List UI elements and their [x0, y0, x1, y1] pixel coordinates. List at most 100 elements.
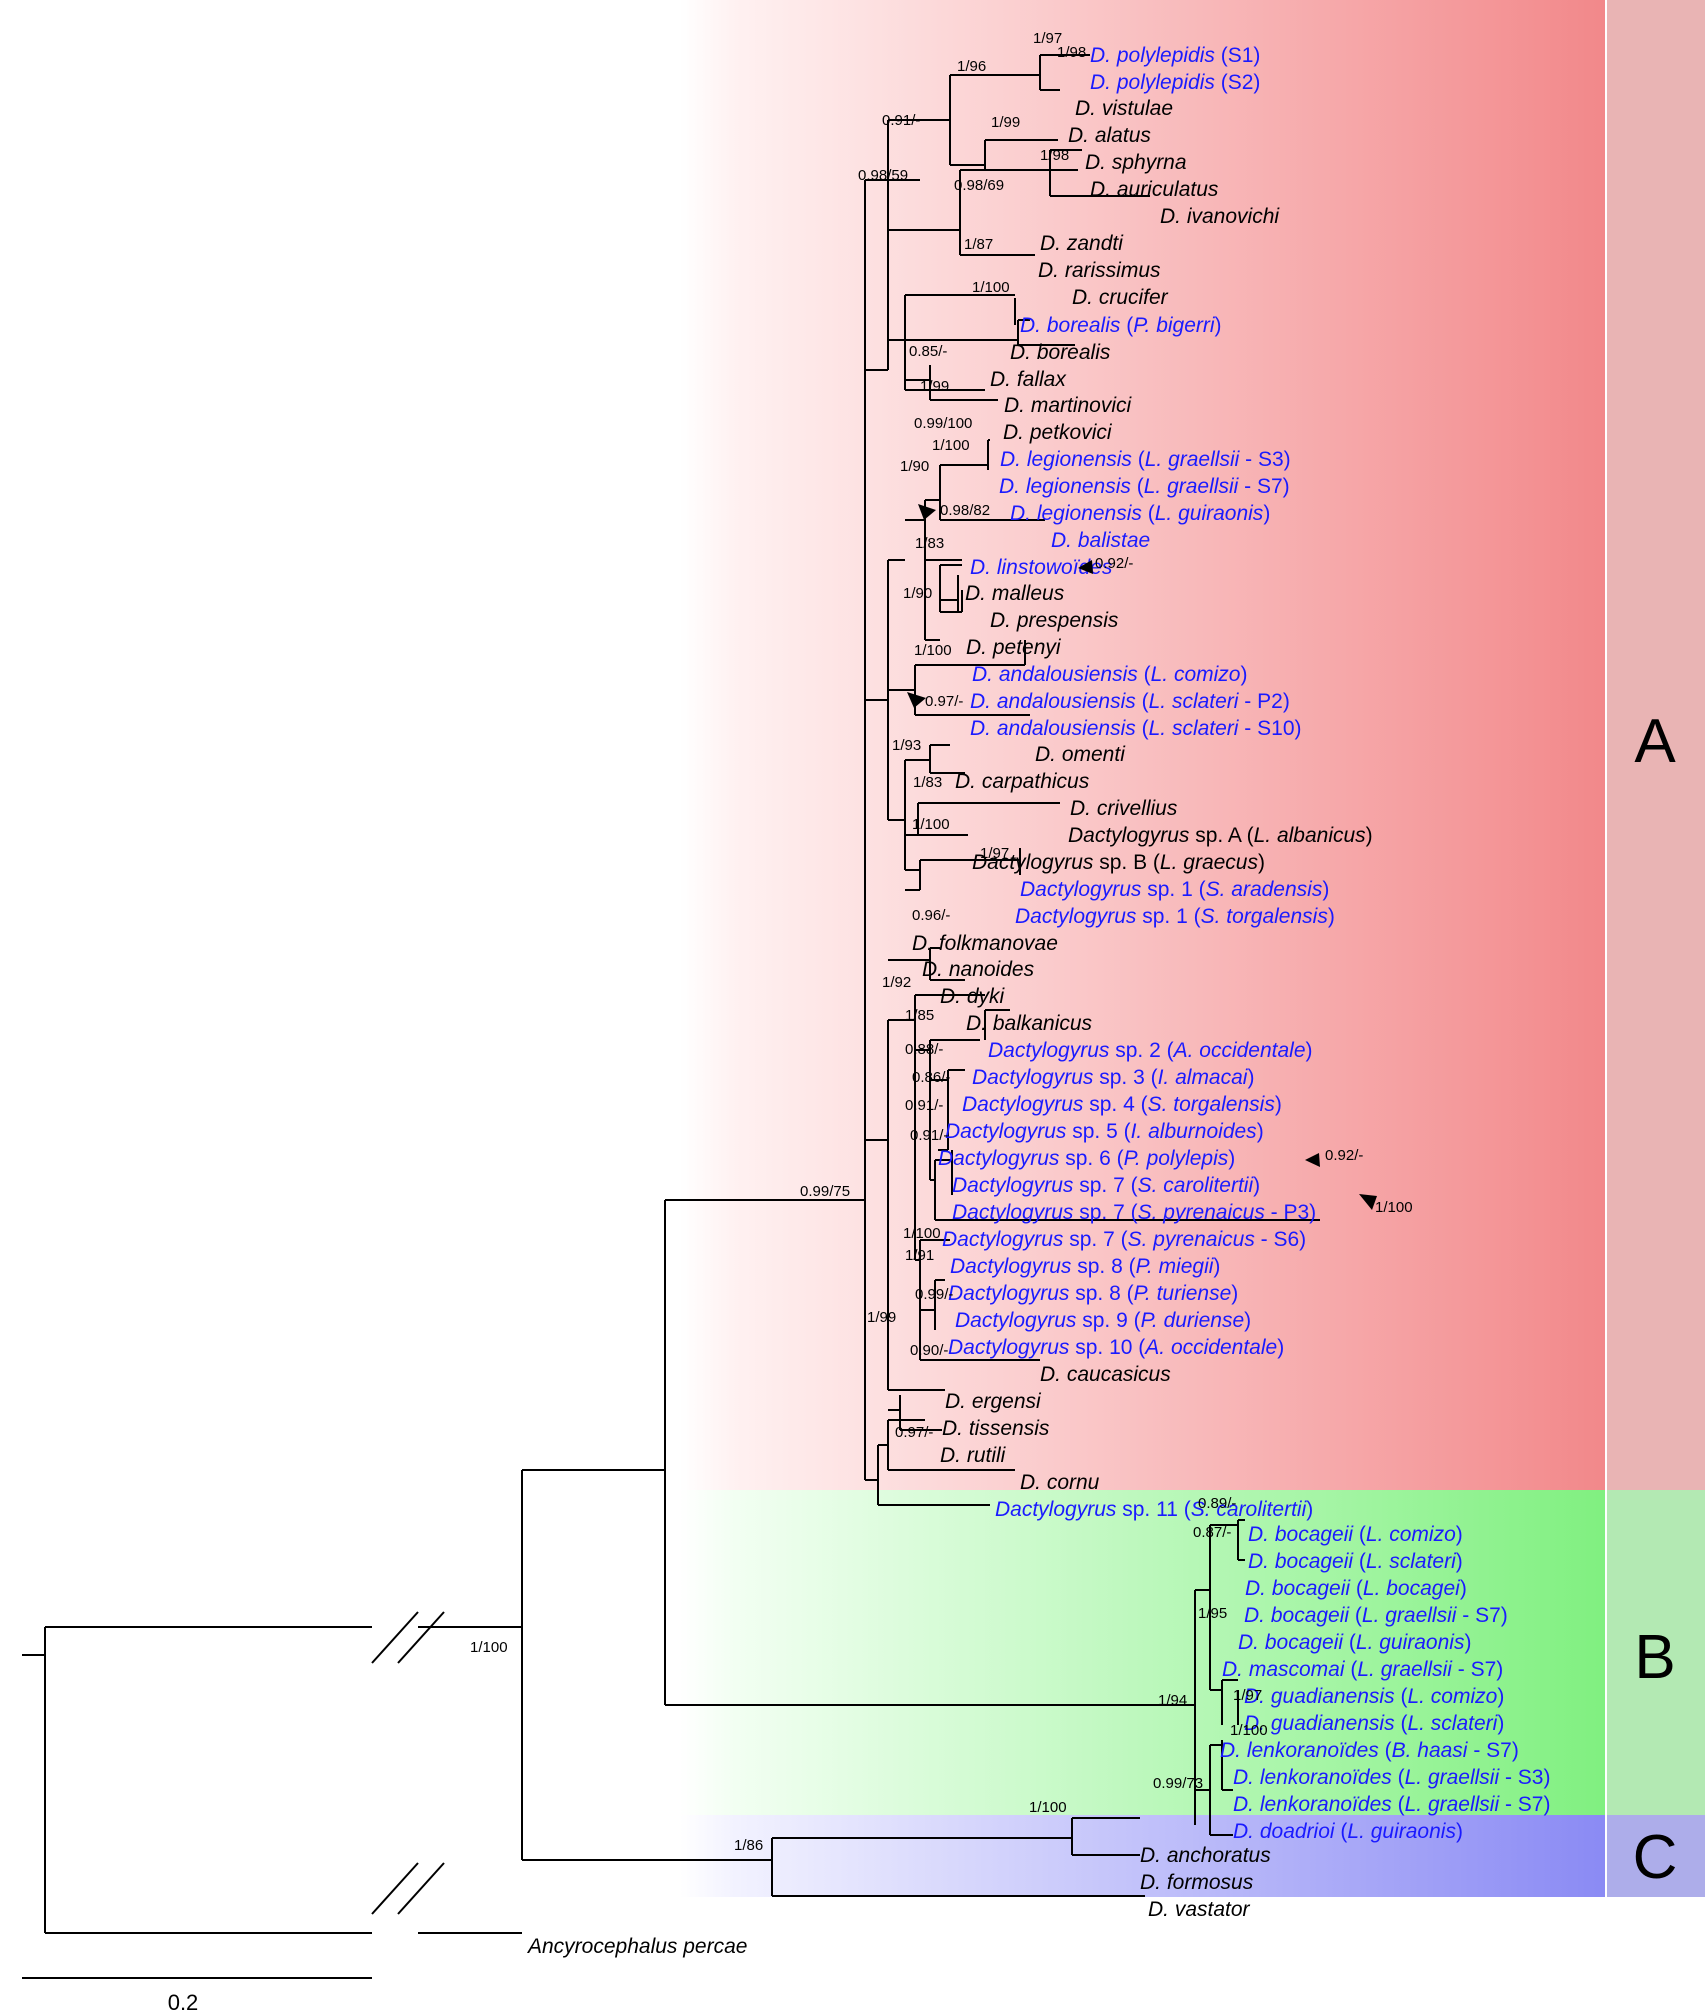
tip-label-part: ): [1306, 1498, 1313, 1521]
tip-label: Dactylogyrus sp. 7 (S. carolitertii): [952, 1174, 1260, 1197]
tip-label-part: P. turiense: [1134, 1282, 1232, 1305]
tip-label-part: sp. A (: [1189, 824, 1253, 847]
tip-label-part: (: [1335, 1820, 1348, 1843]
tip-label-part: sp. 1 (: [1141, 878, 1205, 901]
tip-label: D. auriculatus: [1090, 178, 1219, 201]
tip-label-part: D. cornu: [1020, 1471, 1100, 1494]
tip-label-part: D. mascomai: [1222, 1658, 1346, 1681]
tip-label-part: D. fallax: [990, 368, 1067, 391]
support-value: 0.91/-: [910, 1127, 948, 1144]
support-value: 1/100: [1375, 1199, 1413, 1216]
tip-label-part: D. bocageii: [1248, 1550, 1354, 1573]
tip-label-part: sp. 5 (: [1066, 1120, 1130, 1143]
support-value: 1/100: [932, 437, 970, 454]
tip-label-part: ): [1258, 851, 1265, 874]
tip-label-part: ): [1456, 1523, 1463, 1546]
tip-label-part: (: [1395, 1685, 1408, 1708]
support-value: 1/100: [1029, 1799, 1067, 1816]
tip-label-part: D. bocageii: [1244, 1604, 1350, 1627]
tip-label-part: L. graellsii: [1362, 1604, 1458, 1627]
tip-label: D. petkovici: [1003, 421, 1113, 444]
support-value: 0.92/-: [1325, 1147, 1363, 1164]
tip-label-part: L. graellsii: [1145, 448, 1241, 471]
tip-label: D. andalousiensis (L. sclateri - S10): [970, 717, 1302, 740]
tip-label-part: L. sclateri: [1149, 717, 1240, 740]
tip-label-part: sp. 11 (: [1116, 1498, 1190, 1521]
tip-label-part: Ancyrocephalus percae: [526, 1935, 747, 1958]
tip-label-part: ): [1456, 1550, 1463, 1573]
tip-label-part: Dactylogyrus: [950, 1255, 1072, 1278]
tip-label-part: - S3): [1499, 1766, 1550, 1789]
tip-label-part: Dactylogyrus: [1068, 824, 1190, 847]
tip-label: D. dyki: [940, 985, 1006, 1008]
tip-label-part: P. miegii: [1136, 1255, 1215, 1278]
tip-label-part: Dactylogyrus: [948, 1282, 1070, 1305]
tip-label: D. fallax: [990, 368, 1067, 391]
tip-label: D. prespensis: [990, 609, 1119, 632]
tip-label-part: ): [1366, 824, 1373, 847]
tip-label-part: sp. 4 (: [1083, 1093, 1147, 1116]
tip-label: D. vistulae: [1075, 97, 1173, 120]
tip-label-part: sp. 7 (: [1073, 1201, 1137, 1224]
tip-label-part: L. comizo: [1151, 663, 1241, 686]
tip-label-part: D. ergensi: [945, 1390, 1042, 1413]
tip-label-part: D. legionensis: [1000, 448, 1132, 471]
tip-label-part: A. occidentale: [1143, 1336, 1277, 1359]
tip-label: D. cornu: [1020, 1471, 1100, 1494]
tip-label-part: (: [1136, 690, 1149, 713]
support-value: 1/100: [1230, 1722, 1268, 1739]
tip-label-part: ): [1277, 1336, 1284, 1359]
tip-label-part: (: [1350, 1577, 1363, 1600]
tip-label-part: ): [1247, 1066, 1254, 1089]
tip-label: D. anchoratus: [1140, 1844, 1271, 1867]
tip-label: D. doadrioi (L. guiraonis): [1233, 1820, 1463, 1843]
pointer-arrows: [907, 504, 1377, 1210]
tip-label: D. guadianensis (L. comizo): [1244, 1685, 1504, 1708]
tip-label-part: ): [1456, 1820, 1463, 1843]
tip-label-part: Dactylogyrus: [972, 1066, 1094, 1089]
tip-label: Dactylogyrus sp. 8 (P. miegii): [950, 1255, 1220, 1278]
tip-label-part: L. guiraonis: [1155, 502, 1264, 525]
tip-label-part: S. carolitertii: [1191, 1498, 1308, 1521]
tip-label: D. rutili: [940, 1444, 1007, 1467]
tip-label-part: (: [1395, 1712, 1408, 1735]
tip-label: Dactylogyrus sp. 7 (S. pyrenaicus - P3): [952, 1201, 1316, 1224]
tip-label: D. lenkoranoïdes (B. haasi - S7): [1220, 1739, 1519, 1762]
tip-label-part: D. vastator: [1148, 1898, 1251, 1921]
tip-label: D. balistae: [1051, 529, 1150, 552]
support-values: 1/981/971/961/990.91/-1/980.98/690.98/59…: [470, 30, 1413, 1854]
tip-label-part: Dactylogyrus: [948, 1336, 1070, 1359]
tip-label: D. legionensis (L. graellsii - S3): [1000, 448, 1291, 471]
support-value: 1/92: [882, 974, 911, 991]
tip-label-part: Dactylogyrus: [995, 1498, 1117, 1521]
tip-label-part: (: [1353, 1550, 1366, 1573]
tip-label-part: D. ivanovichi: [1160, 205, 1280, 228]
tip-label-part: D. carpathicus: [955, 770, 1090, 793]
tip-label-part: D. lenkoranoïdes: [1233, 1766, 1392, 1789]
support-value: 1/90: [900, 458, 929, 475]
tip-label-part: ): [1306, 1039, 1313, 1062]
tip-label-part: Dactylogyrus: [962, 1093, 1084, 1116]
tip-label: Dactylogyrus sp. 9 (P. duriense): [955, 1309, 1251, 1332]
tip-label: D. legionensis (L. graellsii - S7): [999, 475, 1290, 498]
tip-label-part: ): [1460, 1577, 1467, 1600]
tip-label-part: sp. 7 (: [1073, 1174, 1137, 1197]
tip-label-part: D. crivellius: [1070, 797, 1178, 820]
tip-label-part: (: [1345, 1658, 1358, 1681]
tip-label: D. lenkoranoïdes (L. graellsii - S7): [1233, 1793, 1550, 1816]
tip-label-part: (: [1392, 1766, 1405, 1789]
tip-label-part: D. tissensis: [942, 1417, 1050, 1440]
support-value: 1/94: [1158, 1692, 1187, 1709]
tip-label-part: Dactylogyrus: [955, 1309, 1077, 1332]
tip-label-part: (S2): [1215, 71, 1261, 94]
tip-label: D. nanoides: [922, 958, 1035, 981]
support-value: 0.85/-: [909, 343, 947, 360]
support-value: 1/98: [1040, 147, 1069, 164]
tip-label: D. zandti: [1040, 232, 1124, 255]
tip-label-part: L. sclateri: [1149, 690, 1240, 713]
tip-label-part: ): [1328, 905, 1335, 928]
tip-label-part: L. guiraonis: [1347, 1820, 1456, 1843]
tip-label: Dactylogyrus sp. 11 (S. carolitertii): [995, 1498, 1313, 1521]
tip-label-part: (: [1392, 1793, 1405, 1816]
support-value: 0.99/100: [914, 415, 972, 432]
